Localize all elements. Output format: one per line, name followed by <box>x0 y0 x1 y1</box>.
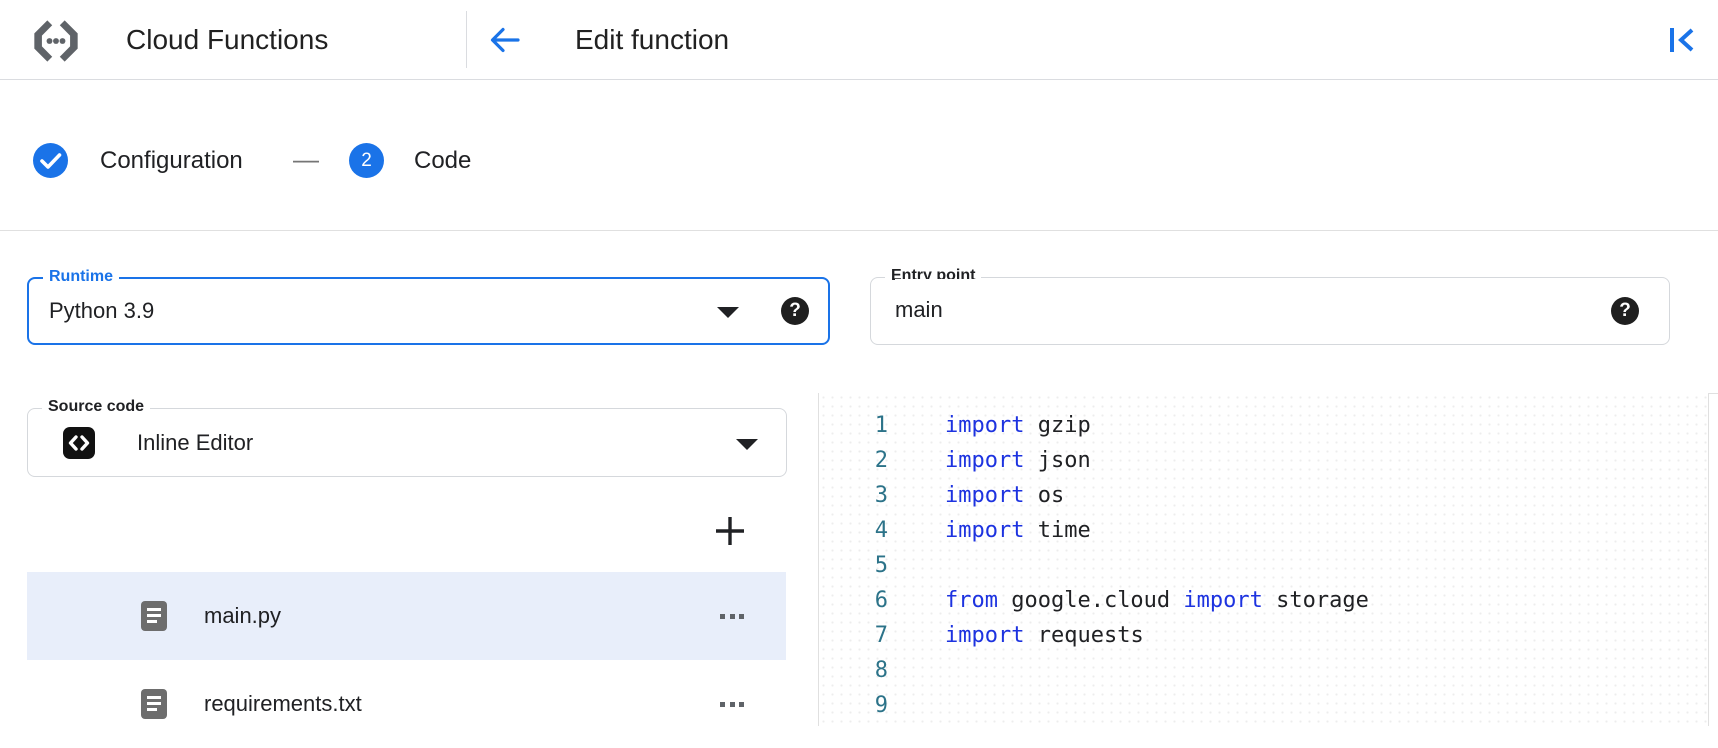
step2-number-badge[interactable]: 2 <box>349 143 384 178</box>
code-text: import time <box>945 518 1091 543</box>
step1-label[interactable]: Configuration <box>100 147 243 174</box>
arrow-back-icon <box>488 27 522 60</box>
file-name: requirements.txt <box>204 691 362 716</box>
overflow-menu-icon[interactable] <box>720 614 744 619</box>
code-text: import requests <box>945 623 1144 648</box>
file-name: main.py <box>204 603 282 628</box>
code-text: import gzip <box>945 413 1091 438</box>
cloud-functions-logo-icon <box>30 15 82 67</box>
code-text: import os <box>945 483 1065 508</box>
document-icon <box>138 600 170 632</box>
runtime-select[interactable]: Runtime Python 3.9 ? <box>27 268 830 345</box>
stepper-connector: — <box>293 144 319 174</box>
overflow-menu-icon[interactable] <box>720 702 744 707</box>
header-divider <box>466 11 467 68</box>
runtime-value: Python 3.9 <box>49 298 155 323</box>
caret-down-icon <box>736 438 758 450</box>
code-text: import json <box>945 448 1091 473</box>
file-row[interactable]: requirements.txt <box>27 660 786 748</box>
line-number: 4 <box>874 518 888 543</box>
line-number: 8 <box>874 658 888 683</box>
entry-point-input[interactable] <box>895 279 1455 341</box>
page-title: Edit function <box>575 24 730 55</box>
code-line: 7 import requests <box>819 618 1706 653</box>
collapse-panel-icon <box>1666 28 1698 59</box>
code-editor[interactable]: 1 import gzip 2 import json 3 import os 4 impor… <box>819 393 1718 726</box>
entry-point-field: Entry point ? <box>870 267 1670 345</box>
code-line: 1 import gzip <box>819 408 1706 443</box>
panel-divider <box>818 393 819 726</box>
source-code-value: Inline Editor <box>137 429 254 455</box>
line-number: 6 <box>874 588 888 613</box>
plus-icon <box>712 517 748 552</box>
file-row[interactable]: main.py <box>27 572 786 660</box>
editor-lines: 1 import gzip 2 import json 3 import os 4 impor… <box>819 408 1706 723</box>
collapse-panel-button[interactable] <box>1666 24 1698 56</box>
line-number: 3 <box>874 483 888 508</box>
source-code-label: Source code <box>42 398 151 416</box>
line-number: 1 <box>874 413 888 438</box>
source-code-select[interactable]: Source code Inline Editor <box>27 398 787 477</box>
code-icon <box>63 426 95 459</box>
app-header: Cloud Functions Edit function <box>0 0 1718 80</box>
add-file-button[interactable] <box>712 513 748 549</box>
step2-label[interactable]: Code <box>414 147 472 174</box>
line-number: 7 <box>874 623 888 648</box>
step1-complete-icon[interactable] <box>33 143 68 178</box>
file-list: main.py requirements.txt <box>27 572 786 748</box>
line-number: 2 <box>874 448 888 473</box>
entry-point-help-icon[interactable]: ? <box>1611 297 1639 325</box>
runtime-help-icon[interactable]: ? <box>781 297 809 325</box>
code-line: 9 <box>819 688 1706 723</box>
code-text: from google.cloud import storage <box>945 588 1369 613</box>
code-line: 4 import time <box>819 513 1706 548</box>
code-line: 2 import json <box>819 443 1706 478</box>
back-button[interactable] <box>488 23 522 57</box>
code-line: 6 from google.cloud import storage <box>819 583 1706 618</box>
document-icon <box>138 688 170 720</box>
code-line: 3 import os <box>819 478 1706 513</box>
line-number: 9 <box>874 693 888 718</box>
product-title: Cloud Functions <box>126 24 329 55</box>
code-line: 8 <box>819 653 1706 688</box>
code-line: 5 <box>819 548 1706 583</box>
line-number: 5 <box>874 553 888 578</box>
runtime-label: Runtime <box>43 268 119 286</box>
caret-down-icon <box>717 307 739 318</box>
editor-scrollbar[interactable] <box>1708 393 1718 726</box>
section-divider <box>0 230 1718 231</box>
